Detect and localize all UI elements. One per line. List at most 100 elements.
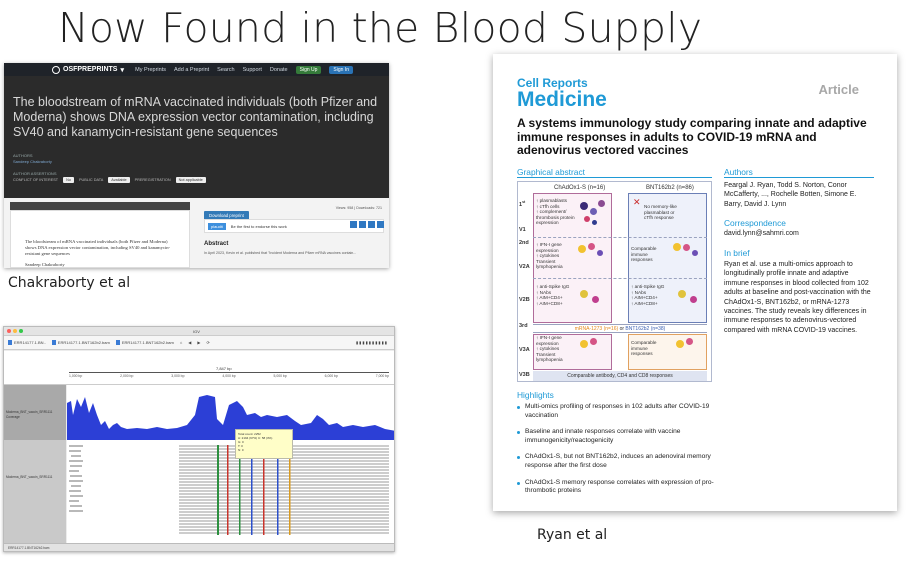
cell-icon — [598, 200, 605, 207]
home-icon[interactable]: ⌂ — [179, 340, 183, 345]
igv-tab-2[interactable]: ERR14177.1.BNT162b2.bam — [51, 340, 110, 345]
refresh-icon[interactable]: ⟳ — [206, 340, 210, 345]
band-or: or — [619, 326, 625, 332]
chevron-down-icon: ▾ — [120, 66, 124, 74]
nav-search[interactable]: Search — [217, 66, 235, 73]
correspondence-email[interactable]: david.lynn@sahmri.com — [724, 230, 799, 237]
igv-data-panel[interactable]: Total count: 2252 A: 2194 (97%) C: 58 (3… — [67, 385, 394, 545]
igv-tab-1[interactable]: ERR14177.1.BN.. — [8, 340, 46, 345]
ga-row-divider — [533, 237, 707, 238]
author-link[interactable]: Sandeep Chakraborty — [13, 159, 52, 164]
correspondence-heading: Correspondence — [724, 218, 786, 228]
close-icon[interactable] — [7, 329, 11, 333]
igv-tab-3[interactable]: ERR14177.1.BNT162b2.bam — [115, 340, 174, 345]
igv-tooltip: Total count: 2252 A: 2194 (97%) C: 58 (3… — [235, 429, 293, 459]
pdf-text: The bloodstream of mRNA vaccinated indiv… — [25, 239, 171, 256]
nav-support[interactable]: Support — [242, 66, 262, 73]
plaudit-widget[interactable]: plaudit Be the first to endorse this wor… — [204, 219, 384, 233]
preprint-authors: AUTHORS Sandeep Chakraborty AUTHOR ASSER… — [13, 153, 57, 177]
preprint-title: The bloodstream of mRNA vaccinated indiv… — [13, 95, 378, 139]
highlight-item: Baseline and innate responses correlate … — [517, 428, 727, 445]
email-icon[interactable] — [350, 221, 357, 228]
zoom-slider[interactable]: ▮▮▮▮▮▮▮▮▮▮ — [355, 340, 388, 345]
igv-titlebar: IGV — [4, 327, 394, 336]
ga-label-v2a: V2A — [519, 264, 530, 270]
ruler-tick: 5,000 bp — [273, 374, 287, 378]
ga-v2b-bnt: ↑ anti-Spike IgG ↑ NAbs ↑ AIM+CD4+ ↑ AIM… — [631, 284, 665, 306]
cell-icon — [683, 244, 690, 251]
ruler-tick: 3,000 bp — [171, 374, 185, 378]
nav-add-preprint[interactable]: Add a Preprint — [174, 66, 210, 73]
osf-navbar: OSFPREPRINTS ▾ My Preprints Add a Prepri… — [4, 63, 389, 76]
cell-icon — [580, 340, 588, 348]
highlight-item: ChAdOx1-S, but not BNT162b2, induces an … — [517, 453, 727, 470]
igv-statusbar: ERR14177.1.BNT162b2.bam — [4, 543, 394, 551]
cell-icon — [692, 250, 698, 256]
coi-select[interactable]: No — [63, 177, 74, 183]
ga-v2a-bnt: Comparable immune responses — [631, 246, 657, 262]
igv-toolbar: ERR14177.1.BN.. ERR14177.1.BNT162b2.bam … — [4, 336, 394, 350]
band-mrna1273: mRNA-1273 (n=16) — [574, 326, 619, 332]
status-file: ERR14177.1.BNT162b2.bam — [8, 545, 50, 550]
cell-icon — [580, 202, 588, 210]
pdf-toolbar[interactable] — [10, 202, 190, 210]
authors-heading: Authors — [724, 167, 753, 177]
ga-label-dose3: 3rd — [519, 323, 528, 329]
cell-icon — [676, 340, 684, 348]
cell-icon — [673, 243, 681, 251]
back-icon[interactable]: ◀ — [188, 340, 192, 345]
tooltip-line: G: 0 — [238, 440, 244, 444]
nav-my-preprints[interactable]: My Preprints — [135, 66, 166, 73]
x-mark-icon: ✕ — [633, 197, 641, 207]
sign-up-button[interactable]: Sign Up — [295, 65, 322, 74]
ga-v3a-right: Comparable immune responses — [631, 340, 657, 356]
author-assertions: CONFLICT OF INTEREST No PUBLIC DATA Avai… — [13, 177, 206, 183]
journal-name-line1: Cell Reports — [517, 76, 588, 90]
facebook-icon[interactable] — [368, 221, 375, 228]
public-data-label: PUBLIC DATA — [78, 178, 104, 182]
views-count: Views: 958 | Downloads: 721 — [335, 206, 382, 210]
linkedin-icon[interactable] — [377, 221, 384, 228]
pdf-viewer[interactable]: The bloodstream of mRNA vaccinated indiv… — [10, 210, 190, 268]
ruler-tick: 6,000 bp — [324, 374, 338, 378]
cell-icon — [592, 220, 597, 225]
divider — [724, 177, 874, 178]
forward-icon[interactable]: ▶ — [197, 340, 201, 345]
share-icons — [350, 221, 384, 228]
osf-logo[interactable]: OSFPREPRINTS ▾ — [52, 65, 124, 74]
alignment-track-label: Moderna_BNT_vaccin_SRR1111 — [6, 475, 53, 479]
coverage-track-name: Moderna_BNT_vaccin_SRR1111 Coverage — [4, 385, 66, 440]
nav-donate[interactable]: Donate — [269, 66, 288, 73]
ruler-ticks: 1,000 bp 2,000 bp 3,000 bp 4,000 bp 5,00… — [69, 374, 389, 378]
sign-in-button[interactable]: Sign In — [329, 65, 353, 74]
plaudit-logo: plaudit — [208, 222, 226, 230]
prereg-select[interactable]: Not applicable — [175, 177, 206, 183]
prereg-label: PREREGISTRATION — [134, 178, 171, 182]
file-icon — [115, 340, 120, 345]
ga-chadox1-panel — [533, 193, 612, 323]
abstract-heading: Abstract — [204, 241, 229, 247]
ga-label-dose2: 2nd — [519, 240, 529, 246]
ga-row-divider — [533, 278, 707, 279]
pdf-author: Sandeep Chakraborty — [25, 262, 65, 267]
ga-v3a-left: ↑ IFN-I gene expression ↑ cytokines Tran… — [536, 335, 563, 362]
download-button[interactable]: Download preprint — [204, 211, 249, 220]
minimize-icon[interactable] — [13, 329, 17, 333]
cell-icon — [590, 208, 597, 215]
highlight-item: Multi-omics profiling of responses in 10… — [517, 403, 727, 420]
twitter-icon[interactable] — [359, 221, 366, 228]
antibody-icon — [592, 296, 599, 303]
preprint-sidebar: Download preprint Views: 958 | Downloads… — [204, 204, 384, 264]
tab-label: ERR14177.1.BNT162b2.bam — [121, 340, 174, 345]
maximize-icon[interactable] — [19, 329, 23, 333]
highlight-item: ChAdOx1-S memory response correlates wit… — [517, 479, 727, 496]
authors-label: AUTHORS — [13, 153, 33, 158]
ga-third-dose-band: mRNA-1273 (n=16) or BNT162b2 (n=38) — [533, 324, 707, 333]
osf-logo-icon — [52, 65, 60, 74]
caption-ryan: Ryan et al — [537, 527, 608, 543]
cell-icon — [578, 245, 586, 253]
ga-v2b-chadox1: ↑ anti-Spike IgG ↑ NAbs ↑ AIM+CD4+ ↑ AIM… — [536, 284, 570, 306]
osf-logo-text: OSFPREPRINTS — [63, 66, 118, 73]
tab-label: ERR14177.1.BN.. — [14, 340, 46, 345]
public-data-select[interactable]: Available — [108, 177, 130, 183]
